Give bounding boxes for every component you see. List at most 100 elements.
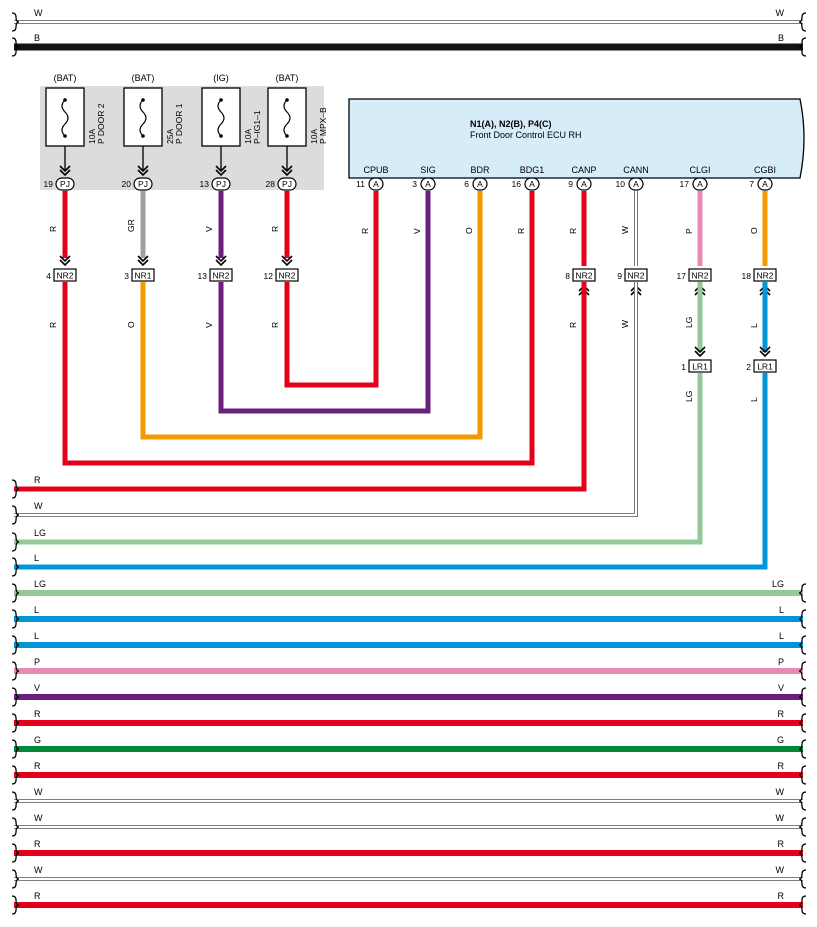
right-nr-3: NR2	[753, 268, 777, 282]
ecu-title: N1(A), N2(B), P4(C)	[470, 119, 552, 129]
bus-break-right	[798, 37, 807, 57]
ecu-terminal-pin-0: 11	[356, 179, 365, 189]
fuse-pin-2: 13	[200, 179, 210, 189]
bus-break-right	[798, 713, 807, 733]
ecu-terminal-name-0: CPUB	[363, 165, 388, 175]
ecu-terminal-name-3: BDG1	[520, 165, 545, 175]
bus-break-left	[11, 895, 20, 915]
fuse-pj-1-text: PJ	[138, 179, 148, 189]
ecu-terminal-name-5: CANN	[623, 165, 649, 175]
ecu-terminal-conn-4: A	[576, 177, 592, 191]
bottom-bus-1-label-left: L	[34, 605, 39, 615]
bottom-bus-4-label-right: V	[778, 683, 784, 693]
left-exit-label-0: R	[34, 475, 41, 485]
ecu-terminal-pin-2: 6	[464, 179, 469, 189]
lr-conn-1-text: LR1	[757, 362, 773, 372]
ecu-terminal-conn-7-text: A	[762, 179, 768, 189]
fuse-nr-1: NR1	[131, 268, 155, 282]
bus-break-right	[798, 583, 807, 603]
lr-conn-0-text: LR1	[692, 362, 708, 372]
right-nr-1: NR2	[624, 268, 648, 282]
left-exit-label-1: W	[34, 501, 43, 511]
bus-break-left	[11, 635, 20, 655]
ecu-terminal-conn-1: A	[420, 177, 436, 191]
bottom-bus-12-label-right: R	[778, 891, 785, 901]
nr-wire-label-3: R	[270, 322, 280, 328]
right-nr-wire-label-2: LG	[684, 317, 694, 328]
fuse-nr-2-text: NR2	[212, 271, 229, 281]
fuse-name-1: P DOOR 1	[174, 103, 184, 144]
wire-cgbi-exit	[14, 373, 768, 570]
fuse-1	[123, 87, 163, 170]
bus-break-left	[11, 661, 20, 681]
ecu-wire-label-0: R	[360, 228, 370, 234]
bottom-bus-2-label-right: L	[779, 631, 784, 641]
ecu-right-wire-label-2: P	[684, 228, 694, 234]
ecu-terminal-pin-5: 10	[616, 179, 626, 189]
bottom-bus-5-label-right: R	[778, 709, 785, 719]
top-bus-b-label-left: B	[34, 33, 40, 43]
bus-break-left	[11, 532, 20, 552]
ecu-terminal-conn-6: A	[692, 177, 708, 191]
ecu-terminal-conn-3: A	[524, 177, 540, 191]
bottom-bus-9-label-left: W	[34, 813, 43, 823]
bus-break-left	[11, 12, 20, 32]
wire-cann-exit	[14, 282, 638, 517]
ecu-wire-label-2: O	[464, 227, 474, 234]
bus-break-left	[11, 713, 20, 733]
bus-break-left	[11, 765, 20, 785]
nr-wire-label-0: R	[48, 322, 58, 328]
right-nr-pin-3: 18	[742, 271, 752, 281]
bus-break-right	[798, 843, 807, 863]
right-nr-0: NR2	[572, 268, 596, 282]
right-nr-2: NR2	[688, 268, 712, 282]
fuse-nr-3: NR2	[275, 268, 299, 282]
fuse-icon	[283, 99, 291, 137]
bottom-bus-2-label-left: L	[34, 631, 39, 641]
lr-conn-pin-1: 2	[746, 362, 751, 372]
bottom-bus-10-label-right: R	[778, 839, 785, 849]
fuse-nr-pin-0: 4	[46, 271, 51, 281]
ecu-terminal-conn-0: A	[368, 177, 384, 191]
bus-break-left	[11, 739, 20, 759]
bottom-bus-11-label-right: W	[776, 865, 785, 875]
bottom-bus-8-label-right: W	[776, 787, 785, 797]
ecu-terminal-conn-1-text: A	[425, 179, 431, 189]
fuse-source-2: (IG)	[213, 73, 229, 83]
wire-clgi-exit	[14, 373, 703, 545]
chevron-icon	[759, 346, 771, 358]
bus-break-right	[798, 869, 807, 889]
fuse-wire-label-3: R	[270, 226, 280, 232]
ecu-terminal-conn-2-text: A	[477, 179, 483, 189]
bottom-bus-6-label-right: G	[777, 735, 784, 745]
ecu-terminal-conn-5: A	[628, 177, 644, 191]
bus-break-left	[11, 817, 20, 837]
fuse-nr-3-text: NR2	[278, 271, 295, 281]
bus-break-right	[798, 661, 807, 681]
ecu-terminal-name-6: CLGI	[689, 165, 710, 175]
fuse-pj-3: PJ	[277, 177, 297, 191]
ecu-terminal-conn-7: A	[757, 177, 773, 191]
ecu-terminal-conn-4-text: A	[581, 179, 587, 189]
ecu-terminal-conn-6-text: A	[697, 179, 703, 189]
bus-break-left	[11, 583, 20, 603]
chevron-icon	[59, 255, 71, 267]
right-nr-2-text: NR2	[691, 271, 708, 281]
chevron-icon	[694, 346, 706, 358]
fuse-3	[267, 87, 307, 170]
fuse-chevron-icon	[281, 165, 293, 177]
bus-break-left	[11, 687, 20, 707]
bottom-bus-3-label-right: P	[778, 657, 784, 667]
lr-wire-label-0: LG	[684, 391, 694, 402]
fuse-pin-1: 20	[122, 179, 132, 189]
fuse-icon	[139, 99, 147, 137]
bottom-bus-1-label-right: L	[779, 605, 784, 615]
fuse-wire-label-1: GR	[126, 219, 136, 232]
right-nr-pin-1: 9	[617, 271, 622, 281]
fuse-icon	[217, 99, 225, 137]
ecu-terminal-name-2: BDR	[470, 165, 490, 175]
right-nr-wire-label-0: R	[568, 322, 578, 328]
fuse-nr-0-text: NR2	[56, 271, 73, 281]
ecu-wire-label-1: V	[412, 228, 422, 234]
